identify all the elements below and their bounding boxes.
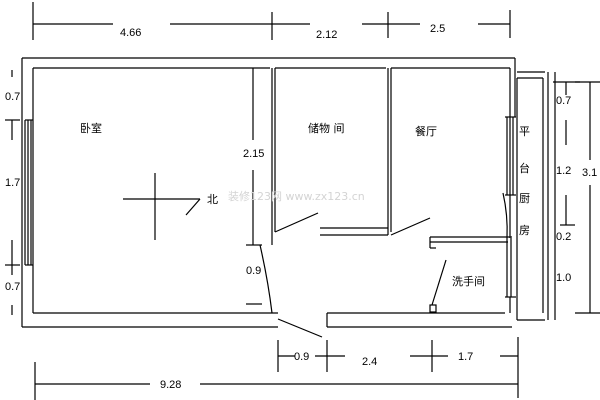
- dim-right-4: 0.2: [556, 231, 571, 243]
- dim-bottom-3: 1.7: [458, 351, 473, 363]
- dim-right-5: 1.0: [556, 272, 571, 284]
- north-arrow: [123, 173, 201, 240]
- dimension-lines: [5, 2, 600, 400]
- doors: [259, 192, 508, 338]
- room-label-washroom: 洗手间: [452, 274, 485, 288]
- windows: [24, 116, 516, 298]
- room-label-platform-1: 平: [519, 125, 530, 138]
- dim-top-1: 4.66: [120, 27, 141, 39]
- room-label-dining: 餐厅: [415, 124, 437, 138]
- room-labels: 卧室 储物 间 餐厅 平 台 厨 房 洗手间 北: [80, 121, 530, 288]
- room-label-kitchen-2: 房: [519, 224, 530, 237]
- walls: [21, 57, 549, 328]
- dim-left-1: 0.7: [5, 91, 20, 103]
- dim-total: 9.28: [160, 379, 181, 391]
- dim-right-2: 1.2: [556, 165, 571, 177]
- room-label-kitchen-1: 厨: [519, 192, 530, 205]
- north-label: 北: [207, 193, 218, 206]
- dim-bottom-2: 2.4: [362, 356, 377, 368]
- room-label-platform-2: 台: [519, 161, 530, 175]
- dim-right-1: 0.7: [556, 95, 571, 107]
- dim-right-3: 3.1: [582, 167, 597, 179]
- room-label-bedroom: 卧室: [80, 121, 102, 135]
- dim-left-2: 1.7: [5, 177, 20, 189]
- watermark: 装修123网 www.zx123.cn: [228, 189, 365, 203]
- dim-bottom-1: 0.9: [294, 351, 309, 363]
- dim-top-3: 2.5: [430, 23, 445, 35]
- room-label-storage: 储物 间: [308, 121, 345, 135]
- dim-inner-1: 2.15: [243, 148, 264, 160]
- dimension-labels: 4.66 2.12 2.5 0.7 1.7 0.7 2.15 0.9 0.7 1…: [5, 23, 597, 391]
- dim-top-2: 2.12: [316, 29, 337, 41]
- dim-inner-2: 0.9: [246, 265, 261, 277]
- dim-left-3: 0.7: [5, 281, 20, 293]
